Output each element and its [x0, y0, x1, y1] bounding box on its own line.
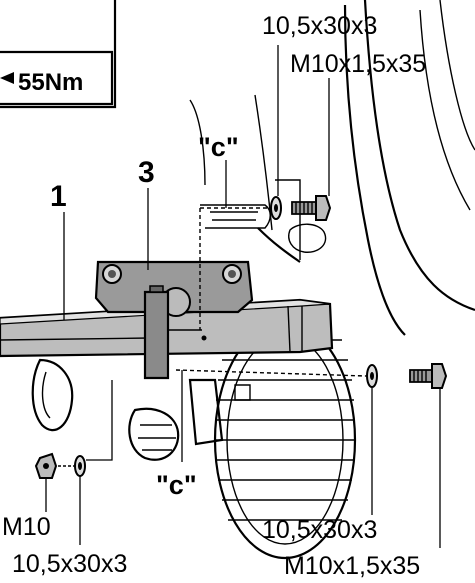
alignment-lines: [58, 207, 367, 467]
nut-spec-left: M10: [2, 513, 51, 541]
torque-spec-box: 55Nm: [0, 0, 117, 109]
arrow-icon: [0, 72, 14, 84]
right-bolt: [409, 363, 448, 389]
bolt-spec-top: M10x1,5x35: [290, 50, 426, 78]
washer-spec-right: 10,5x30x3: [262, 516, 377, 544]
right-washer: [366, 364, 378, 388]
leader-lines: [45, 45, 441, 548]
c-label-bottom: "c": [156, 470, 197, 500]
left-nut: [34, 452, 58, 479]
top-bolt: [291, 195, 332, 221]
bolt-spec-right: M10x1,5x35: [284, 552, 420, 580]
underbody-parts: [31, 358, 251, 461]
part-1-label: 1: [50, 180, 67, 213]
torque-value: 55Nm: [18, 69, 83, 96]
mounting-bracket: [94, 260, 254, 380]
top-washer: [270, 196, 282, 220]
vehicle-body: [189, 0, 475, 336]
c-label-top: "c": [198, 132, 239, 162]
part-3-label: 3: [138, 156, 155, 189]
washer-spec-left: 10,5x30x3: [12, 550, 127, 578]
left-washer: [74, 455, 86, 477]
washer-spec-top: 10,5x30x3: [262, 12, 377, 40]
